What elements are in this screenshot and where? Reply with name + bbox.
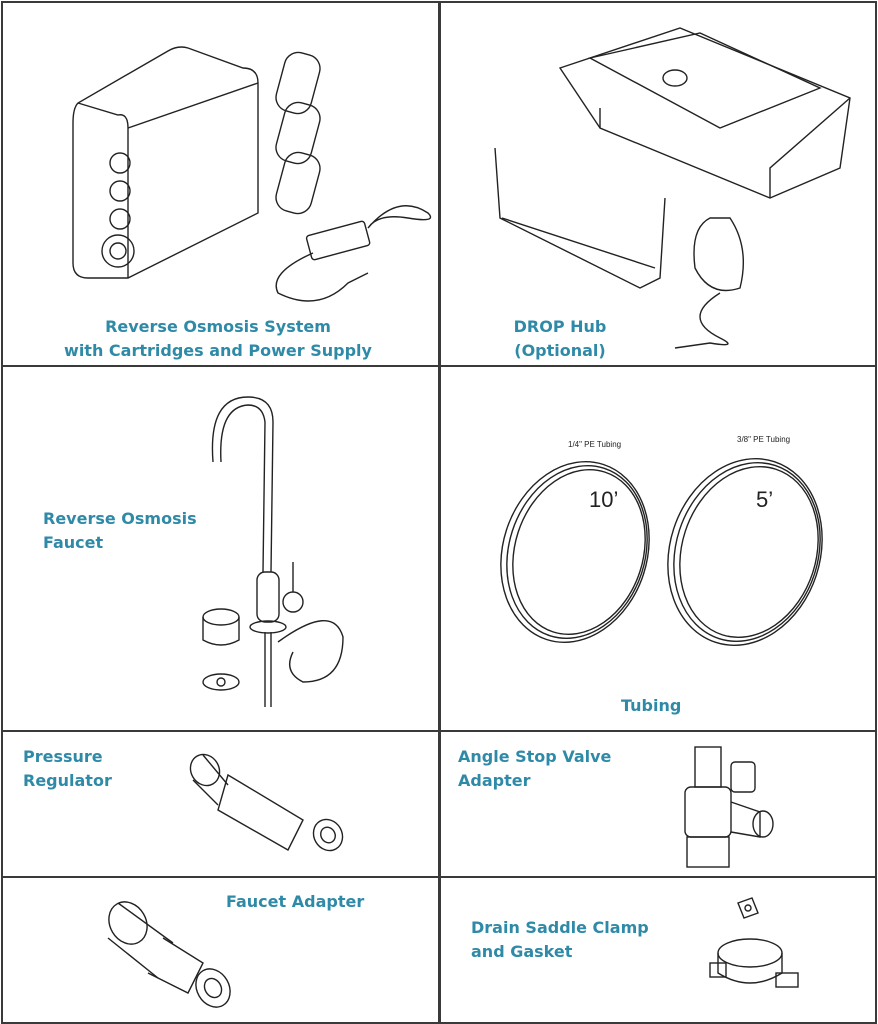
label-line: Adapter xyxy=(458,771,531,790)
tube-a-name: 1/4" PE Tubing xyxy=(568,440,622,449)
label-line: Pressure xyxy=(23,747,103,766)
faucet-adapter-illustration xyxy=(107,901,231,1008)
label-line: and Gasket xyxy=(471,942,573,961)
cell-tubing: 1/4" PE Tubing 3/8" PE Tubing 10’ 5’ Tub… xyxy=(438,365,877,732)
angle-stop-valve-illustration xyxy=(684,746,774,868)
tube-b-name: 3/8" PE Tubing xyxy=(737,435,791,444)
label-line: Reverse Osmosis System xyxy=(105,317,331,336)
label-line: (Optional) xyxy=(514,341,606,360)
label-line: DROP Hub xyxy=(513,317,607,336)
label-faucet-adapter: Faucet Adapter xyxy=(226,892,365,911)
label-tubing: Tubing xyxy=(621,696,682,715)
label-angle-stop-valve: Angle Stop Valve Adapter xyxy=(458,745,611,793)
label-drain-saddle-clamp: Drain Saddle Clamp and Gasket xyxy=(471,916,649,964)
label-line: Drain Saddle Clamp xyxy=(471,918,649,937)
label-line: Faucet xyxy=(43,533,104,552)
cell-ro-system: Reverse Osmosis System with Cartridges a… xyxy=(1,1,441,367)
cell-drop-hub: DROP Hub (Optional) xyxy=(438,1,877,367)
ro-system-illustration xyxy=(72,46,432,302)
drain-saddle-clamp-illustration xyxy=(709,897,799,988)
label-faucet: Reverse Osmosis Faucet xyxy=(43,507,197,555)
tube-a-length: 10’ xyxy=(589,487,619,512)
cell-faucet: Reverse Osmosis Faucet xyxy=(1,365,441,732)
tube-b-length: 5’ xyxy=(756,487,774,512)
label-ro-system: Reverse Osmosis System with Cartridges a… xyxy=(53,315,383,363)
label-line: Reverse Osmosis xyxy=(43,509,197,528)
cell-faucet-adapter: Faucet Adapter xyxy=(1,876,441,1024)
cell-pressure-regulator: Pressure Regulator xyxy=(1,730,441,878)
label-line: with Cartridges and Power Supply xyxy=(64,341,372,360)
label-drop-hub: DROP Hub (Optional) xyxy=(480,315,640,363)
drop-hub-illustration xyxy=(494,27,851,349)
cell-angle-stop-valve: Angle Stop Valve Adapter xyxy=(438,730,877,878)
tubing-coils-illustration xyxy=(500,458,823,646)
label-line: Regulator xyxy=(23,771,112,790)
cell-drain-saddle-clamp: Drain Saddle Clamp and Gasket xyxy=(438,876,877,1024)
pressure-regulator-illustration xyxy=(189,753,344,852)
faucet-illustration xyxy=(202,396,344,707)
label-pressure-regulator: Pressure Regulator xyxy=(23,745,112,793)
label-line: Angle Stop Valve xyxy=(458,747,612,766)
